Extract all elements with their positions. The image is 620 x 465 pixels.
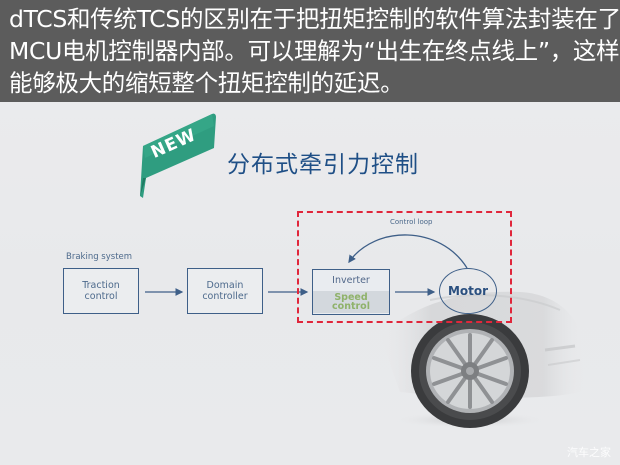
caption-line-2: MCU电机控制器内部。可以理解为“出生在终点线上”，这样 (9, 37, 620, 65)
traction-control-line1: Traction (82, 280, 120, 291)
domain-controller-line2: controller (202, 291, 248, 302)
caption-line-3: 能够极大的缩短整个扭矩控制的延迟。 (9, 69, 404, 97)
caption-line-1: dTCS和传统TCS的区别在于把扭矩控制的软件算法封装在了 (9, 5, 620, 33)
domain-controller-box: Domain controller (187, 268, 263, 314)
inverter-label: Inverter (332, 275, 370, 286)
watermark: 汽车之家 (567, 446, 611, 459)
control-loop-arrow (348, 234, 468, 269)
braking-system-label: Braking system (66, 252, 133, 262)
speed-control-line1: Speed (334, 291, 368, 303)
domain-controller-line1: Domain (206, 280, 244, 291)
slide-title: 分布式牵引力控制 (227, 152, 419, 178)
caption-banner: dTCS和传统TCS的区别在于把扭矩控制的软件算法封装在了 MCU电机控制器内部… (0, 0, 620, 102)
traction-control-line2: control (84, 291, 118, 302)
highlight-dashed-box (297, 211, 512, 323)
motor-node: Motor (439, 268, 497, 314)
inverter-box: Inverter Speed control (312, 269, 390, 315)
speed-control-line2: control (332, 301, 370, 312)
control-loop-label: Control loop (390, 218, 433, 226)
speed-control-label: Speed control (313, 291, 389, 313)
traction-control-box: Traction control (63, 268, 139, 314)
